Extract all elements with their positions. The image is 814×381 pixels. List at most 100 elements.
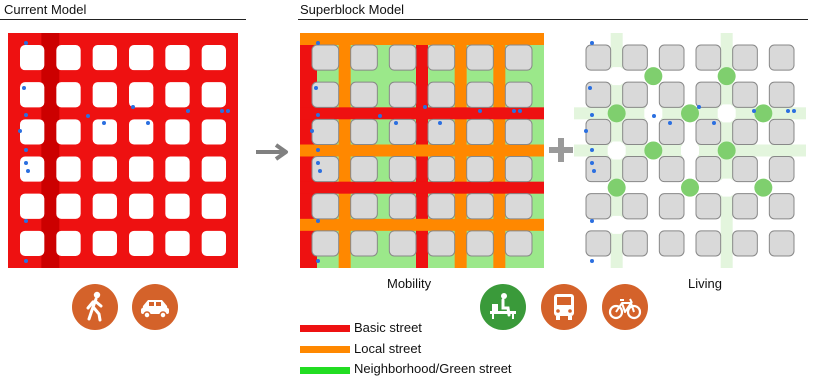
intersection	[717, 141, 736, 160]
city-block	[658, 156, 685, 183]
city-block	[585, 156, 612, 183]
intersection	[607, 215, 626, 234]
city-block	[129, 45, 154, 71]
stop-dot	[310, 129, 314, 133]
city-block	[622, 118, 648, 146]
stop-dot	[438, 121, 442, 125]
city-block	[201, 119, 226, 145]
city-block	[658, 193, 685, 220]
living-caption: Living	[688, 276, 722, 291]
city-block	[92, 82, 117, 108]
city-block	[388, 118, 417, 146]
city-block	[56, 156, 81, 182]
city-block	[585, 230, 612, 257]
stop-dot	[590, 219, 594, 223]
street-horizontal	[300, 107, 544, 120]
stop-dot	[712, 121, 716, 125]
stop-dot	[512, 109, 516, 113]
stop-dot	[102, 121, 106, 125]
city-block	[92, 230, 117, 256]
intersection	[681, 67, 699, 86]
city-block	[311, 230, 340, 257]
street-vertical	[41, 33, 60, 268]
stop-dot	[378, 114, 382, 118]
city-block	[466, 193, 494, 220]
city-block	[466, 156, 494, 183]
intersection	[644, 178, 663, 197]
intersection	[717, 178, 736, 197]
city-block	[768, 193, 795, 220]
city-block	[427, 81, 456, 108]
city-block	[129, 156, 154, 182]
city-block	[658, 81, 685, 108]
city-block	[622, 156, 648, 183]
stop-dot	[316, 41, 320, 45]
intersection	[607, 104, 626, 123]
bus-icon	[541, 284, 587, 330]
intersection	[644, 104, 663, 123]
intersection	[754, 215, 773, 234]
pedestrian-icon	[72, 284, 118, 330]
city-block	[585, 44, 612, 71]
city-block	[165, 193, 190, 219]
stop-dot	[18, 129, 22, 133]
city-block	[622, 230, 648, 257]
city-block	[20, 45, 45, 71]
city-block	[165, 119, 190, 145]
city-block	[504, 81, 533, 108]
intersection	[681, 215, 699, 234]
stop-dot	[86, 114, 90, 118]
bicycle-icon	[602, 284, 648, 330]
intersection	[644, 141, 663, 160]
stop-dot	[668, 121, 672, 125]
city-block	[20, 230, 45, 256]
stop-dot	[316, 148, 320, 152]
superblock-mobility-map	[300, 33, 544, 268]
stop-dot	[394, 121, 398, 125]
city-block	[466, 118, 494, 146]
stop-dot	[24, 41, 28, 45]
legend-label-basic: Basic street	[354, 320, 422, 335]
intersection	[717, 67, 736, 86]
city-block	[466, 230, 494, 257]
intersection	[681, 141, 699, 160]
city-block	[622, 44, 648, 71]
intersection	[717, 104, 736, 123]
city-block	[768, 156, 795, 183]
city-block	[695, 156, 722, 183]
legend-label-green: Neighborhood/Green street	[354, 361, 512, 376]
city-block	[504, 44, 533, 71]
superblock-model-title: Superblock Model	[300, 2, 405, 17]
city-block	[165, 45, 190, 71]
city-block	[20, 156, 45, 182]
stop-dot	[590, 161, 594, 165]
stop-dot	[24, 148, 28, 152]
stop-dot	[590, 148, 594, 152]
city-block	[695, 118, 722, 146]
city-block	[201, 230, 226, 256]
street-horizontal	[300, 144, 544, 157]
city-block	[768, 81, 795, 108]
legend-label-local: Local street	[354, 341, 422, 356]
stop-dot	[590, 113, 594, 117]
stop-dot	[316, 219, 320, 223]
city-block	[658, 118, 685, 146]
stop-dot	[318, 169, 322, 173]
stop-dot	[590, 41, 594, 45]
stop-dot	[423, 105, 427, 109]
superblock-model-underline	[298, 19, 808, 20]
city-block	[427, 156, 456, 183]
stop-dot	[24, 219, 28, 223]
current-model-underline	[0, 19, 246, 20]
city-block	[20, 119, 45, 145]
stop-dot	[518, 109, 522, 113]
city-block	[350, 230, 378, 257]
city-block	[504, 230, 533, 257]
city-block	[350, 118, 378, 146]
stop-dot	[792, 109, 796, 113]
city-block	[427, 118, 456, 146]
stop-dot	[588, 86, 592, 90]
city-block	[201, 156, 226, 182]
intersection	[754, 104, 773, 123]
stop-dot	[786, 109, 790, 113]
